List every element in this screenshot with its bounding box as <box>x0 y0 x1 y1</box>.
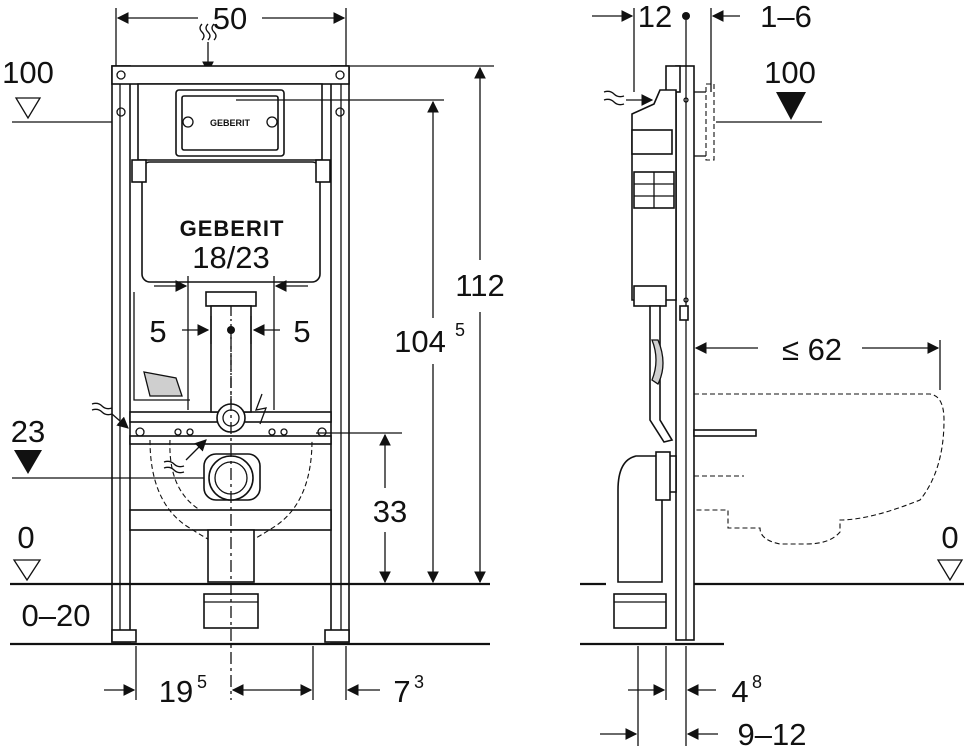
dim-height-total: 112 <box>350 65 505 584</box>
supply-hose <box>133 292 190 401</box>
offset-left-label: 5 <box>149 314 166 349</box>
side-level-top-label: 100 <box>764 55 816 90</box>
side-view: 12 1–6 <box>580 0 964 748</box>
level-top-label: 100 <box>2 55 54 90</box>
height-total-label: 112 <box>455 268 504 303</box>
side-frame <box>665 65 715 641</box>
water-supply-icon-mid <box>163 439 207 474</box>
dim-height-outlet: 33 <box>316 432 407 584</box>
brand-small: GEBERIT <box>210 118 251 128</box>
dim-bottom-inner: 4 8 <box>628 646 762 746</box>
projection-label: ≤ 62 <box>782 332 842 367</box>
height-cistern-sup: 5 <box>455 320 465 340</box>
depth-plate-label: 1–6 <box>760 0 812 34</box>
height-cistern-label: 104 <box>394 324 446 359</box>
level-mid-label: 23 <box>11 414 45 449</box>
level-zero-label: 0 <box>17 520 34 555</box>
water-supply-icon <box>199 23 217 74</box>
side-outlet-bend <box>613 429 757 629</box>
water-supply-icon-left <box>91 402 129 429</box>
level-mid: 23 <box>11 414 204 479</box>
cistern-housing: GEBERIT GEBERIT <box>131 83 331 283</box>
bottom-left-sup: 5 <box>197 672 207 692</box>
dim-height-cistern: 104 5 <box>394 100 465 584</box>
side-level-zero-label: 0 <box>941 520 958 555</box>
dim-bottom-outer: 9–12 <box>600 646 806 748</box>
mount-bolts <box>135 427 327 437</box>
width-label: 50 <box>213 1 247 36</box>
floor-range-label: 0–20 <box>22 598 91 633</box>
offset-right-label: 5 <box>293 314 310 349</box>
side-cistern <box>631 89 677 443</box>
level-top: 100 <box>2 55 112 123</box>
dim-width: 50 <box>115 1 347 66</box>
dim-offsets: 5 5 <box>149 314 310 349</box>
svg-text:104: 104 <box>394 324 446 359</box>
side-level-zero: 0 <box>580 520 964 646</box>
brand-logo: GEBERIT <box>180 216 285 241</box>
center-dot <box>227 326 235 334</box>
electric-icon <box>254 393 268 425</box>
dim-bottom-right: 7 3 <box>290 646 424 709</box>
dim-bottom-left: 19 5 <box>104 646 310 709</box>
bottom-inner-label: 4 <box>731 674 748 709</box>
side-wc-outline <box>694 393 945 545</box>
depth-top-label: 12 <box>638 0 672 34</box>
bottom-left-label: 19 <box>159 674 193 709</box>
bottom-right-sup: 3 <box>414 672 424 692</box>
height-outlet-label: 33 <box>373 494 407 529</box>
bottom-outer-label: 9–12 <box>738 717 807 748</box>
bottom-right-label: 7 <box>393 674 410 709</box>
dim-cistern-fix: 18/23 <box>154 240 308 410</box>
cistern-fix-label: 18/23 <box>192 240 270 275</box>
side-level-top: 100 <box>716 55 822 123</box>
dim-projection: ≤ 62 <box>694 332 941 390</box>
bottom-inner-sup: 8 <box>752 672 762 692</box>
side-water-icon <box>603 90 654 106</box>
front-view: 50 <box>2 1 505 709</box>
level-zero: 0 <box>10 520 490 586</box>
